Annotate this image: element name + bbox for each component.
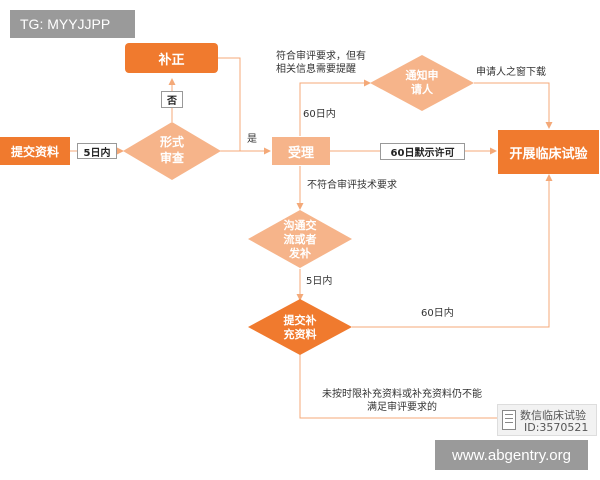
- notify-line2: 请人: [411, 83, 433, 96]
- notify-line1: 通知申: [405, 68, 439, 82]
- label-60-days-top: 60日内: [303, 109, 336, 120]
- label-noncompliant: 不符合审评技术要求: [307, 180, 397, 191]
- label-yes: 是: [247, 134, 257, 145]
- note-failure-line1: 未按时限补充资料或补充资料仍不能: [322, 389, 482, 400]
- silent-permit-text: 60日默示许可: [390, 148, 455, 159]
- label-5-days-lower: 5日内: [306, 276, 333, 287]
- label-5-days-text: 5日内: [83, 147, 111, 159]
- label-no-text: 否: [167, 96, 177, 107]
- note-failure: 未按时限补充资料或补充资料仍不能 满足审评要求的: [322, 389, 482, 414]
- watermark-banner-bottom: www.abgentry.org: [435, 440, 588, 470]
- formal-review-line1: 形式: [159, 135, 184, 150]
- submit-supplement-line1: 提交补: [283, 313, 317, 327]
- watermark-text: TG: MYYJJPP: [20, 16, 111, 32]
- node-formal-review: 形式 审查: [142, 133, 202, 169]
- node-communicate: 沟通交 流或者 发补: [272, 219, 328, 261]
- node-supplement: 补正: [125, 43, 218, 73]
- communicate-line1: 沟通交: [283, 219, 317, 233]
- node-start-clinical-trial: 开展临床试验: [498, 130, 599, 174]
- node-accept-label: 受理: [287, 145, 314, 161]
- watermark-banner-top: TG: MYYJJPP: [10, 10, 135, 38]
- formal-review-line2: 审查: [159, 151, 184, 165]
- note-failure-line2: 满足审评要求的: [367, 401, 437, 413]
- label-60-days-lower: 60日内: [421, 308, 454, 319]
- note-compliant-line1: 符合审评要求，但有: [276, 51, 366, 62]
- watermark-url: www.abgentry.org: [452, 446, 571, 464]
- stamp-logo: 数信临床试验 ID:3570521: [497, 404, 597, 436]
- node-notify-applicant: 通知申 请人: [392, 66, 452, 100]
- node-submit-label: 提交资料: [10, 144, 59, 159]
- node-supplement-label: 补正: [158, 52, 185, 68]
- node-start-trial-label: 开展临床试验: [509, 146, 588, 162]
- communicate-line2: 流或者: [283, 233, 317, 247]
- node-accept: 受理: [272, 137, 330, 165]
- submit-supplement-line2: 充资料: [283, 328, 317, 341]
- stamp-line2: ID:3570521: [524, 421, 589, 434]
- node-submit-materials: 提交资料: [0, 137, 70, 165]
- note-compliant-reminder: 符合审评要求，但有 相关信息需要提醒: [276, 51, 366, 76]
- label-applicant-download: 申请人之窗下载: [476, 67, 546, 78]
- note-compliant-line2: 相关信息需要提醒: [276, 63, 356, 75]
- stamp-document-icon: [502, 410, 516, 430]
- stamp-line1: 数信临床试验: [520, 409, 586, 422]
- communicate-line3: 发补: [289, 246, 311, 260]
- node-submit-supplement: 提交补 充资料: [270, 312, 330, 344]
- label-no-box: 否: [161, 91, 183, 108]
- label-60-days-silent-permit: 60日默示许可: [380, 143, 465, 160]
- label-5-days-box: 5日内: [77, 143, 117, 159]
